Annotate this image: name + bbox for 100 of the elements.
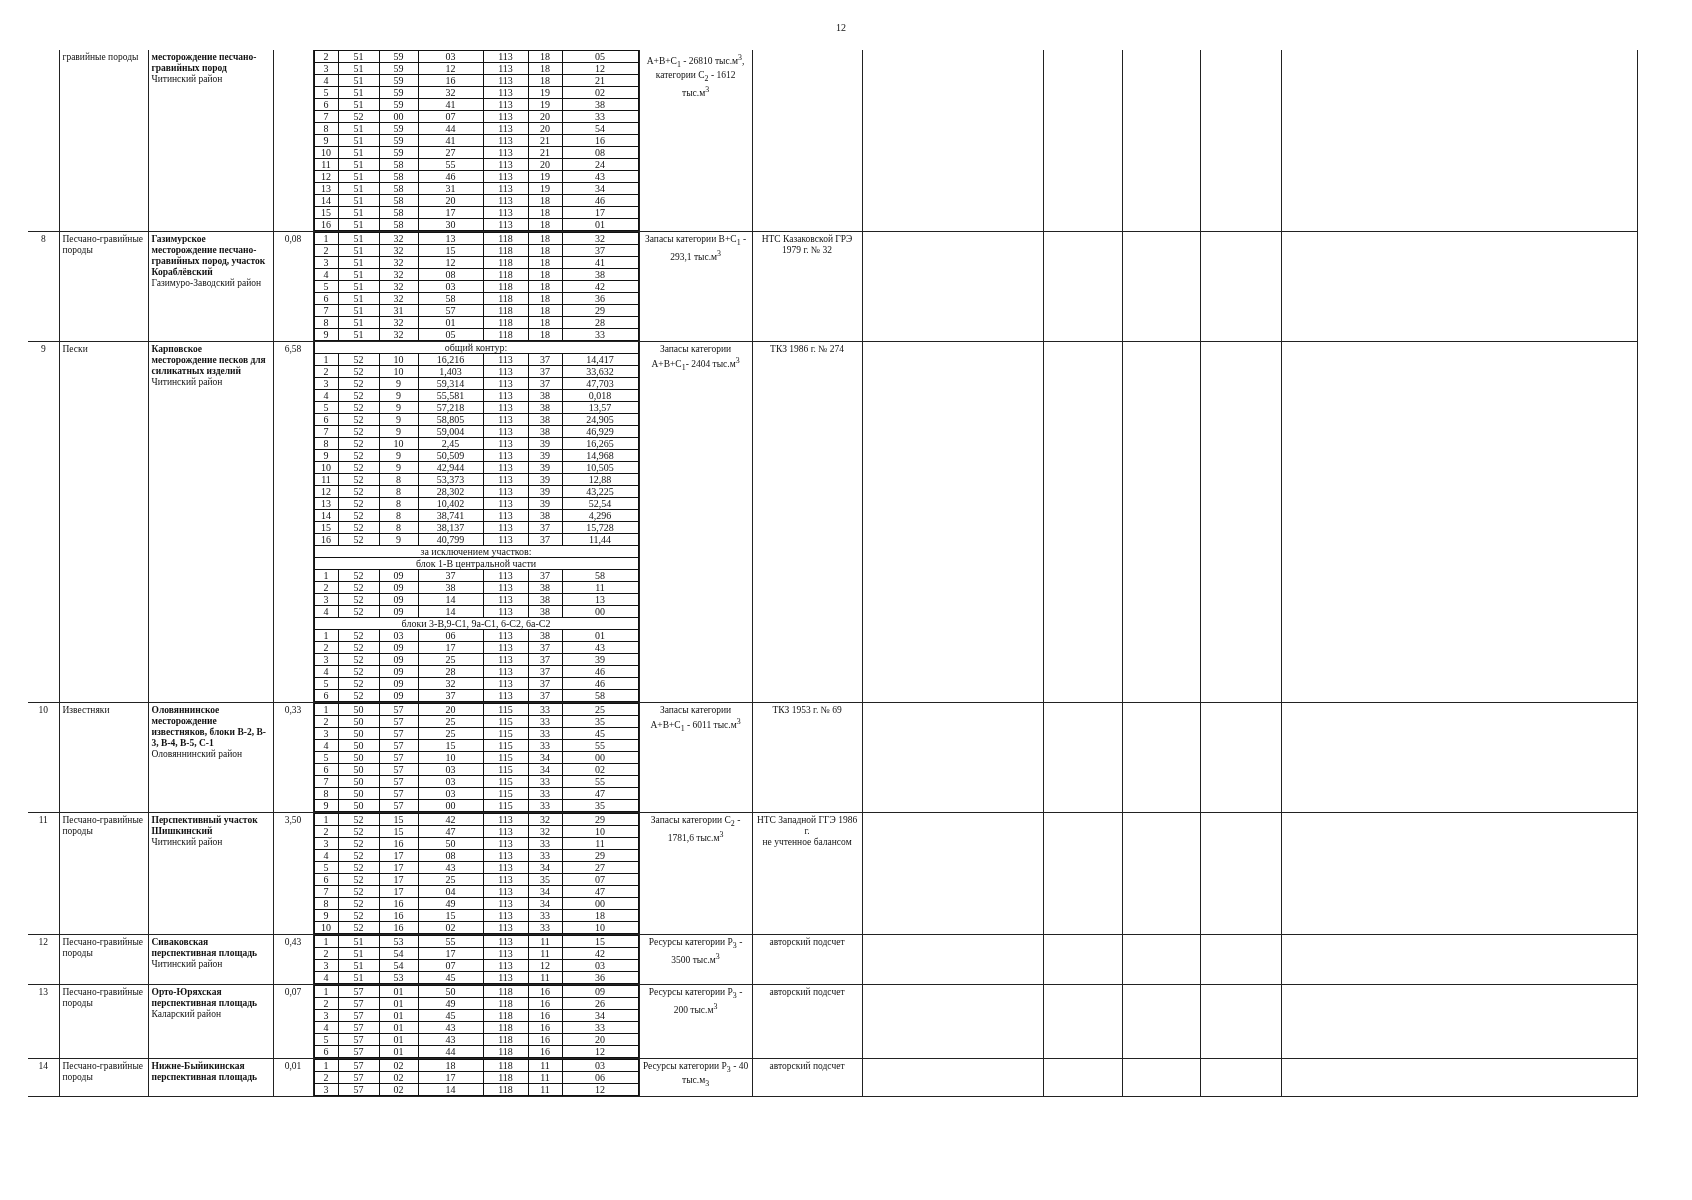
longitude-degrees: 113 bbox=[483, 593, 528, 606]
latitude-degrees: 51 bbox=[338, 98, 379, 111]
latitude-minutes: 09 bbox=[379, 593, 418, 606]
latitude-degrees: 52 bbox=[338, 533, 379, 546]
longitude-degrees: 113 bbox=[483, 473, 528, 486]
latitude-seconds: 55,581 bbox=[418, 389, 483, 402]
point-number: 3 bbox=[314, 837, 338, 850]
row-number: 9 bbox=[39, 344, 47, 355]
longitude-minutes: 33 bbox=[528, 787, 562, 800]
longitude-degrees: 113 bbox=[483, 86, 528, 99]
longitude-degrees: 118 bbox=[483, 244, 528, 257]
latitude-seconds: 06 bbox=[418, 629, 483, 642]
longitude-minutes: 18 bbox=[528, 304, 562, 317]
latitude-degrees: 51 bbox=[338, 206, 379, 219]
latitude-degrees: 51 bbox=[338, 947, 379, 960]
longitude-degrees: 115 bbox=[483, 787, 528, 800]
latitude-degrees: 57 bbox=[338, 985, 379, 998]
latitude-minutes: 09 bbox=[379, 689, 418, 702]
area-value: 0,33 bbox=[283, 705, 303, 716]
latitude-minutes: 58 bbox=[379, 194, 418, 207]
longitude-degrees: 115 bbox=[483, 727, 528, 740]
longitude-degrees: 118 bbox=[483, 328, 528, 341]
latitude-degrees: 52 bbox=[338, 353, 379, 366]
longitude-degrees: 113 bbox=[483, 377, 528, 390]
longitude-minutes: 20 bbox=[528, 122, 562, 135]
point-number: 6 bbox=[314, 1045, 338, 1058]
longitude-degrees: 113 bbox=[483, 509, 528, 522]
longitude-degrees: 113 bbox=[483, 194, 528, 207]
latitude-minutes: 57 bbox=[379, 775, 418, 788]
longitude-seconds: 37 bbox=[562, 244, 638, 257]
latitude-minutes: 57 bbox=[379, 763, 418, 776]
latitude-minutes: 57 bbox=[379, 727, 418, 740]
latitude-minutes: 10 bbox=[379, 365, 418, 378]
point-number: 6 bbox=[314, 98, 338, 111]
latitude-degrees: 57 bbox=[338, 1071, 379, 1084]
longitude-minutes: 37 bbox=[528, 689, 562, 702]
longitude-degrees: 113 bbox=[483, 389, 528, 402]
longitude-degrees: 113 bbox=[483, 689, 528, 702]
longitude-minutes: 16 bbox=[528, 985, 562, 998]
contour-subheading: за исключением участков: bbox=[314, 545, 639, 558]
point-number: 1 bbox=[314, 935, 338, 948]
longitude-degrees: 113 bbox=[483, 813, 528, 826]
latitude-minutes: 16 bbox=[379, 921, 418, 934]
longitude-seconds: 15,728 bbox=[562, 521, 639, 534]
longitude-seconds: 02 bbox=[562, 86, 638, 99]
point-number: 3 bbox=[314, 1083, 338, 1096]
latitude-degrees: 52 bbox=[338, 581, 379, 594]
longitude-minutes: 19 bbox=[528, 86, 562, 99]
point-number: 14 bbox=[314, 509, 338, 522]
longitude-seconds: 47 bbox=[562, 885, 638, 898]
rock-type: Пески bbox=[62, 344, 89, 355]
longitude-degrees: 118 bbox=[483, 1071, 528, 1084]
point-number: 13 bbox=[314, 497, 338, 510]
longitude-degrees: 115 bbox=[483, 799, 528, 812]
contour-subheading: блок 1-В центральной части bbox=[314, 557, 639, 570]
deposit-name: Нижне-Быйикинская перспективная площадь bbox=[151, 1061, 259, 1083]
point-number: 8 bbox=[314, 122, 338, 135]
latitude-degrees: 57 bbox=[338, 1045, 379, 1058]
latitude-seconds: 03 bbox=[418, 50, 483, 63]
point-number: 10 bbox=[314, 146, 338, 159]
point-number: 8 bbox=[314, 897, 338, 910]
longitude-seconds: 29 bbox=[562, 813, 638, 826]
point-number: 7 bbox=[314, 885, 338, 898]
longitude-degrees: 113 bbox=[483, 909, 528, 922]
latitude-seconds: 49 bbox=[418, 997, 483, 1010]
point-number: 16 bbox=[314, 218, 338, 231]
latitude-seconds: 12 bbox=[418, 62, 483, 75]
longitude-minutes: 16 bbox=[528, 1045, 562, 1058]
longitude-seconds: 34 bbox=[562, 1009, 638, 1022]
point-number: 1 bbox=[314, 569, 338, 582]
longitude-seconds: 54 bbox=[562, 122, 638, 135]
latitude-minutes: 09 bbox=[379, 569, 418, 582]
longitude-seconds: 43 bbox=[562, 170, 638, 183]
point-number: 5 bbox=[314, 401, 338, 414]
point-number: 13 bbox=[314, 182, 338, 195]
longitude-degrees: 118 bbox=[483, 316, 528, 329]
latitude-degrees: 50 bbox=[338, 727, 379, 740]
latitude-minutes: 57 bbox=[379, 787, 418, 800]
point-number: 4 bbox=[314, 849, 338, 862]
longitude-seconds: 43,225 bbox=[562, 485, 639, 498]
reserves-note: Ресурсы категории P$_{3}$ - 3500 тыс.м$^{3}$ bbox=[647, 937, 744, 967]
longitude-minutes: 18 bbox=[528, 268, 562, 281]
row-number: 8 bbox=[39, 234, 47, 245]
longitude-seconds: 33 bbox=[562, 1021, 638, 1034]
area-value: 0,01 bbox=[283, 1061, 303, 1072]
approval-document: ТКЗ 1986 г. № 274 bbox=[769, 344, 845, 355]
area-value: 0,43 bbox=[283, 937, 303, 948]
longitude-minutes: 18 bbox=[528, 62, 562, 75]
district-name: Оловяннинский район bbox=[151, 749, 244, 760]
longitude-minutes: 33 bbox=[528, 849, 562, 862]
longitude-minutes: 33 bbox=[528, 921, 562, 934]
latitude-degrees: 52 bbox=[338, 449, 379, 462]
latitude-minutes: 01 bbox=[379, 1009, 418, 1022]
longitude-seconds: 18 bbox=[562, 909, 638, 922]
latitude-seconds: 16 bbox=[418, 74, 483, 87]
approval-document: авторский подсчет bbox=[768, 937, 846, 948]
latitude-minutes: 57 bbox=[379, 715, 418, 728]
point-number: 2 bbox=[314, 1071, 338, 1084]
latitude-seconds: 14 bbox=[418, 605, 483, 618]
latitude-degrees: 51 bbox=[338, 971, 379, 984]
